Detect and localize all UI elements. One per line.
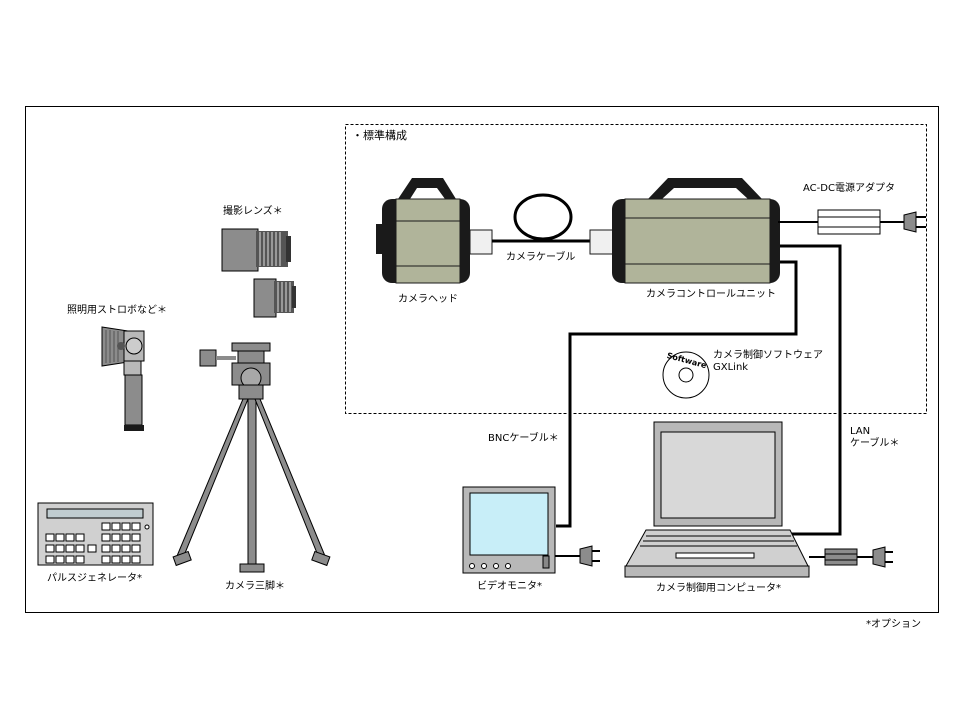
keypad-key <box>45 555 55 564</box>
keypad-key <box>75 544 85 553</box>
camera-control-unit-illustration <box>589 178 780 284</box>
ac-dc-adapter-illustration <box>778 209 926 235</box>
outer-frame <box>25 106 939 613</box>
bnc-cable-label: BNCケーブル＊ <box>488 433 559 444</box>
bnc-cable-line <box>556 260 798 528</box>
video-monitor-label: ビデオモニタ* <box>477 581 542 592</box>
keypad-key <box>131 555 141 564</box>
keypad-key <box>131 533 141 542</box>
keypad-key <box>111 522 121 531</box>
keypad-key <box>55 544 65 553</box>
keypad-key <box>75 555 85 564</box>
keypad-key <box>65 555 75 564</box>
keypad-key <box>111 544 121 553</box>
computer-illustration <box>624 421 810 578</box>
keypad-key <box>45 544 55 553</box>
camera-head-label: カメラヘッド <box>398 294 458 305</box>
keypad-key <box>55 555 65 564</box>
keypad-key <box>111 555 121 564</box>
lens-illustration <box>221 228 296 318</box>
keypad-key <box>131 544 141 553</box>
tripod-label: カメラ三脚＊ <box>225 581 285 592</box>
keypad-key <box>101 522 111 531</box>
pulse-generator-illustration <box>37 502 154 566</box>
computer-label: カメラ制御用コンピュータ* <box>656 583 781 594</box>
keypad-key <box>121 533 131 542</box>
software-name-label: カメラ制御ソフトウェア <box>713 350 823 361</box>
keypad-key <box>101 544 111 553</box>
standard-config-label: ・標準構成 <box>352 129 407 142</box>
keypad-key <box>65 544 75 553</box>
keypad-key <box>121 522 131 531</box>
keypad-key <box>101 555 111 564</box>
keypad-key <box>87 544 97 553</box>
lens-label: 撮影レンズ＊ <box>223 206 283 217</box>
keypad-key <box>111 533 121 542</box>
video-monitor-illustration <box>462 486 600 574</box>
keypad-key <box>55 533 65 542</box>
lan-cable-line <box>778 244 842 536</box>
keypad-key <box>131 522 141 531</box>
lan-cable-label-line2: ケーブル＊ <box>850 438 900 449</box>
software-disc-illustration: Software <box>662 351 710 399</box>
strobe-illustration <box>101 326 145 431</box>
keypad-key <box>121 555 131 564</box>
keypad-key <box>45 533 55 542</box>
camera-control-unit-label: カメラコントロールユニット <box>646 289 776 300</box>
camera-cable-label: カメラケーブル <box>506 252 576 263</box>
ac-dc-adapter-label: AC-DC電源アダプタ <box>803 183 895 194</box>
software-product-label: GXLink <box>713 362 749 373</box>
option-note: *オプション <box>866 619 921 630</box>
keypad-key <box>65 533 75 542</box>
pulse-generator-label: パルスジェネレータ* <box>47 573 142 584</box>
camera-cable-illustration <box>492 193 592 243</box>
keypad-key <box>121 544 131 553</box>
lan-cable-label-line1: LAN <box>850 426 871 437</box>
standard-config-box <box>345 124 927 414</box>
strobe-label: 照明用ストロボなど＊ <box>67 305 167 316</box>
tripod-illustration <box>172 342 331 573</box>
laptop-adapter-illustration <box>809 546 893 568</box>
camera-head-illustration <box>376 178 493 284</box>
keypad-key <box>101 533 111 542</box>
keypad-key <box>75 533 85 542</box>
